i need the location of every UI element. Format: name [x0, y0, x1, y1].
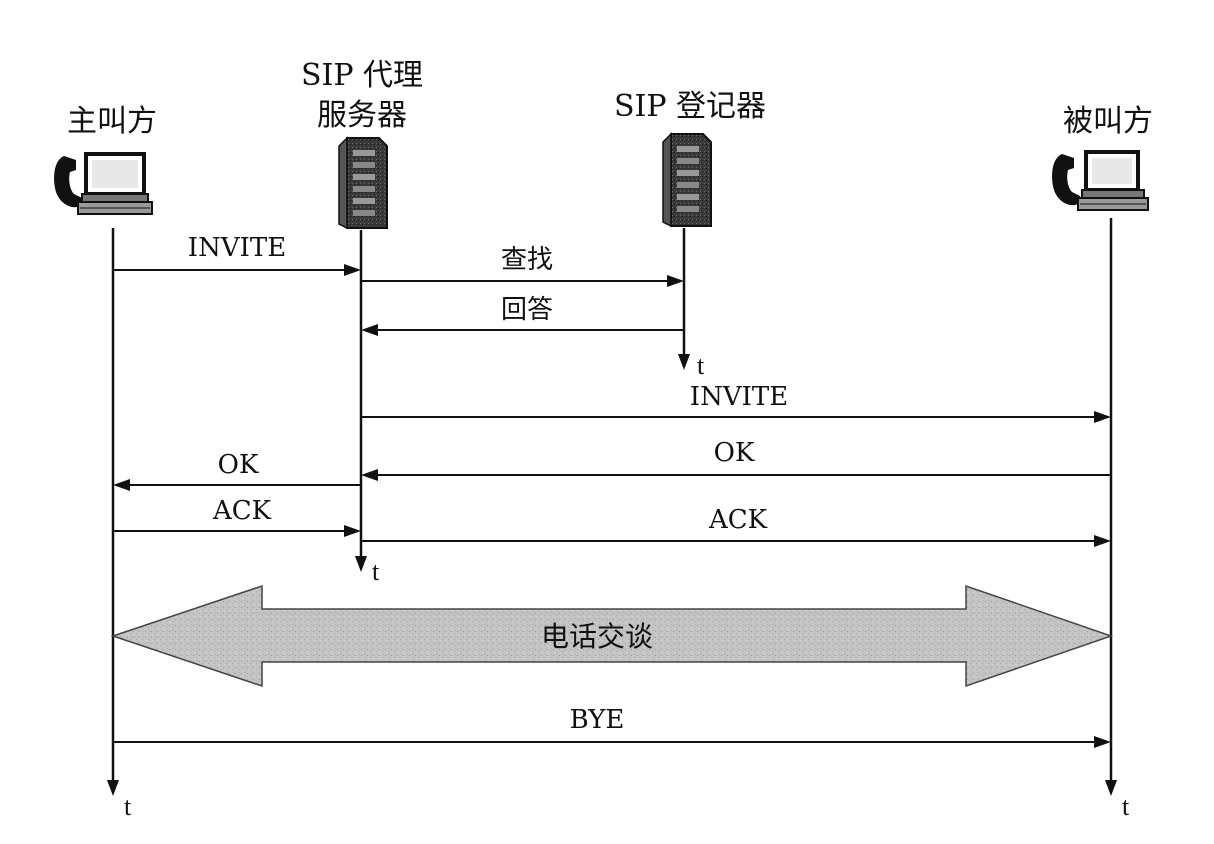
- time-label: t: [697, 351, 705, 380]
- lifeline-caller: t: [107, 228, 132, 821]
- message-label: INVITE: [188, 233, 286, 263]
- message-label: OK: [714, 438, 755, 468]
- lifeline-registrar: t: [678, 228, 705, 380]
- server-tower-icon: [662, 132, 712, 228]
- conversation-label: 电话交谈: [541, 620, 653, 653]
- message-ack-caller-to-proxy: ACK: [113, 496, 361, 537]
- message-label: ACK: [212, 496, 272, 526]
- message-ok-callee-to-proxy: OK: [361, 438, 1111, 481]
- telephone-computer-icon: [54, 152, 153, 215]
- actor-label-proxy-line1: SIP 代理: [301, 58, 423, 93]
- actor-label-proxy-line2: 服务器: [317, 98, 407, 133]
- time-label: t: [124, 792, 132, 821]
- time-label: t: [372, 557, 380, 586]
- time-label: t: [1122, 792, 1130, 821]
- message-invite-proxy-to-callee: INVITE: [361, 382, 1111, 423]
- message-ack-proxy-to-callee: ACK: [361, 505, 1111, 547]
- actor-label-caller: 主叫方: [67, 104, 157, 139]
- message-lookup-proxy-to-registrar: 查找: [361, 245, 684, 287]
- message-label: BYE: [570, 705, 625, 735]
- server-tower-icon: [338, 136, 388, 230]
- message-invite-caller-to-proxy: INVITE: [113, 233, 361, 276]
- conversation-double-arrow: 电话交谈: [110, 584, 1114, 688]
- message-bye-caller-to-callee: BYE: [113, 705, 1111, 748]
- message-label: 查找: [501, 245, 553, 275]
- actor-label-registrar: SIP 登记器: [614, 89, 766, 124]
- lifeline-proxy: t: [355, 230, 380, 586]
- message-label: 回答: [501, 295, 553, 325]
- message-answer-registrar-to-proxy: 回答: [361, 295, 684, 336]
- actor-label-callee: 被叫方: [1063, 104, 1153, 139]
- message-label: OK: [218, 450, 259, 480]
- message-label: ACK: [708, 505, 768, 535]
- telephone-computer-icon: [1052, 150, 1149, 211]
- lifeline-callee: t: [1105, 218, 1130, 821]
- message-label: INVITE: [690, 382, 788, 412]
- message-ok-proxy-to-caller: OK: [113, 450, 361, 491]
